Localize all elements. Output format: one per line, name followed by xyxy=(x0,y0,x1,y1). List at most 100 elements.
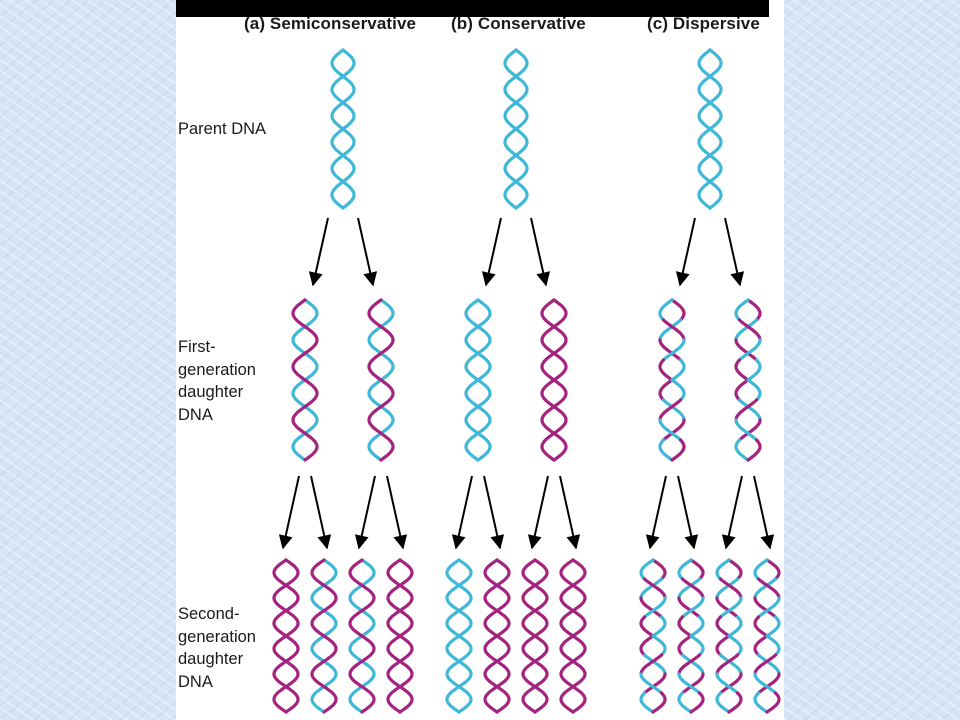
label-second-line-3: daughter xyxy=(178,650,244,668)
dispersive-gen1-helix-1-strand-1 xyxy=(658,318,683,342)
semiconservative-arrow-gen2-4 xyxy=(386,475,408,550)
conservative-arrow-gen1-left xyxy=(481,217,502,287)
helices-layer xyxy=(272,48,781,714)
dispersive-gen1-helix-1-strand-2 xyxy=(661,338,686,362)
dispersive-gen1-helix-1-strand-2 xyxy=(670,378,686,402)
dispersive-gen2-helix-4-strand-1 xyxy=(765,615,781,638)
dispersive-gen2-helix-2-strand-1 xyxy=(677,577,702,600)
dispersive-gen2-helix-1-strand-2 xyxy=(642,577,667,600)
semiconservative-gen2-helix-2 xyxy=(310,558,338,714)
dispersive-gen1-helix-1 xyxy=(658,298,686,462)
dispersive-gen2-helix-1-strand-1 xyxy=(639,634,655,657)
dispersive-arrow-gen2-3 xyxy=(721,475,743,550)
dispersive-gen1-helix-1-strand-2 xyxy=(658,358,674,382)
dispersive-gen2-helix-4-strand-1 xyxy=(753,634,769,657)
semiconservative-gen1-helix-2 xyxy=(367,298,395,462)
dispersive-gen1-helix-1-strand-1 xyxy=(661,418,686,442)
dispersive-gen2-helix-4-strand-1 xyxy=(756,653,781,676)
dispersive-gen2-helix-1-strand-1 xyxy=(639,577,664,600)
dispersive-gen2-helix-1-strand-2 xyxy=(651,691,667,714)
conservative-arrow-gen2-3 xyxy=(527,475,549,550)
dispersive-gen1-helix-2-strand-2 xyxy=(734,418,759,442)
dispersive-gen2-helix-4-strand-1 xyxy=(756,672,781,695)
dispersive-gen1-helix-1-strand-1 xyxy=(670,358,686,382)
dispersive-gen2-helix-2-strand-2 xyxy=(677,558,693,581)
dispersive-gen2-helix-4-strand-2 xyxy=(753,558,769,581)
dispersive-gen2-helix-4-strand-1 xyxy=(765,558,781,581)
conservative-gen2-helix-4 xyxy=(559,558,587,714)
semiconservative-parent-helix-strand-2 xyxy=(330,48,356,210)
label-first-line-2: generation xyxy=(178,360,256,379)
conservative-arrow-gen2-4 xyxy=(559,475,581,550)
dispersive-gen2-helix-1-strand-2 xyxy=(639,615,655,638)
dispersive-gen2-helix-3-strand-1 xyxy=(715,691,731,714)
dispersive-gen1-helix-1-strand-2 xyxy=(661,318,686,342)
dispersive-gen2-helix-2-strand-1 xyxy=(689,558,705,581)
dispersive-gen2-helix-2-strand-2 xyxy=(677,615,693,638)
semiconservative-gen2-helix-1-strand-2 xyxy=(272,558,300,714)
dispersive-gen1-helix-1-strand-1 xyxy=(658,438,674,462)
dispersive-gen2-helix-1-strand-1 xyxy=(642,653,667,676)
top-black-bar xyxy=(176,0,769,17)
semiconservative-arrow-gen2-1 xyxy=(278,475,300,550)
dispersive-gen2-helix-1-strand-1 xyxy=(651,558,667,581)
dispersive-arrow-gen2-4 xyxy=(753,475,775,550)
title-conservative: (b) Conservative xyxy=(451,14,586,33)
dispersive-gen2-helix-3-strand-1 xyxy=(718,653,743,676)
dispersive-gen1-helix-1-strand-2 xyxy=(658,418,683,442)
dispersive-gen2-helix-3-strand-2 xyxy=(715,558,731,581)
dispersive-gen2-helix-3 xyxy=(715,558,743,714)
title-dispersive: (c) Dispersive xyxy=(647,14,760,33)
title-semiconservative: (a) Semiconservative xyxy=(244,14,417,33)
dispersive-gen1-helix-2-strand-2 xyxy=(734,358,750,382)
conservative-gen2-helix-3 xyxy=(521,558,549,714)
dispersive-gen2-helix-3-strand-2 xyxy=(715,615,731,638)
dispersive-parent-helix xyxy=(697,48,723,210)
label-second-line-2: generation xyxy=(178,627,256,646)
dispersive-gen1-helix-2-strand-1 xyxy=(734,378,750,402)
dispersive-gen2-helix-4-strand-2 xyxy=(753,653,778,676)
semiconservative-gen2-helix-4-strand-2 xyxy=(386,558,414,714)
label-second-generation: Second- generation daughter DNA xyxy=(178,603,256,693)
dispersive-gen2-helix-3-strand-1 xyxy=(715,596,740,619)
dispersive-gen2-helix-1-strand-2 xyxy=(651,634,667,657)
semiconservative-parent-helix xyxy=(330,48,356,210)
dispersive-gen2-helix-4-strand-1 xyxy=(753,691,769,714)
dispersive-gen1-helix-2-strand-1 xyxy=(737,418,762,442)
dispersive-gen2-helix-2-strand-2 xyxy=(680,596,705,619)
dispersive-gen1-helix-1-strand-1 xyxy=(661,398,686,422)
semiconservative-gen2-helix-2-strand-2 xyxy=(310,558,338,714)
dispersive-gen2-helix-1 xyxy=(639,558,667,714)
label-parent-dna: Parent DNA xyxy=(178,118,266,141)
dispersive-gen1-helix-2-strand-1 xyxy=(746,358,762,382)
semiconservative-gen1-helix-1-strand-2 xyxy=(291,298,319,462)
label-second-line-1: Second- xyxy=(178,605,240,623)
semiconservative-arrow-gen2-3 xyxy=(354,475,376,550)
dispersive-gen2-helix-4-strand-2 xyxy=(756,577,781,600)
semiconservative-gen2-helix-3-strand-2 xyxy=(348,558,376,714)
semiconservative-gen2-helix-1 xyxy=(272,558,300,714)
label-first-line-4: DNA xyxy=(178,405,213,424)
dispersive-gen2-helix-4-strand-2 xyxy=(756,596,781,619)
dispersive-gen2-helix-1-strand-2 xyxy=(642,596,667,619)
dispersive-gen1-helix-2-strand-1 xyxy=(746,298,762,322)
semiconservative-arrow-gen1-right xyxy=(357,217,378,287)
dispersive-arrow-gen2-2 xyxy=(677,475,699,550)
semiconservative-arrow-gen1-left xyxy=(308,217,329,287)
dispersive-gen1-helix-1-strand-2 xyxy=(658,398,683,422)
dispersive-gen1-helix-2-strand-1 xyxy=(734,338,759,362)
semiconservative-gen2-helix-3 xyxy=(348,558,376,714)
dispersive-gen2-helix-4-strand-2 xyxy=(765,691,781,714)
conservative-gen2-helix-3-strand-2 xyxy=(521,558,549,714)
label-first-line-1: First- xyxy=(178,338,216,356)
dispersive-gen1-helix-2-strand-2 xyxy=(746,438,762,462)
dispersive-gen1-helix-2-strand-1 xyxy=(734,318,759,342)
semiconservative-gen1-helix-2-strand-2 xyxy=(367,298,395,462)
conservative-arrow-gen1-right xyxy=(530,217,551,287)
dispersive-gen2-helix-1-strand-1 xyxy=(639,691,655,714)
dispersive-gen2-helix-2-strand-1 xyxy=(677,691,693,714)
dispersive-gen2-helix-3-strand-2 xyxy=(718,577,743,600)
semiconservative-gen1-helix-1 xyxy=(291,298,319,462)
dispersive-gen1-helix-2-strand-2 xyxy=(737,338,762,362)
